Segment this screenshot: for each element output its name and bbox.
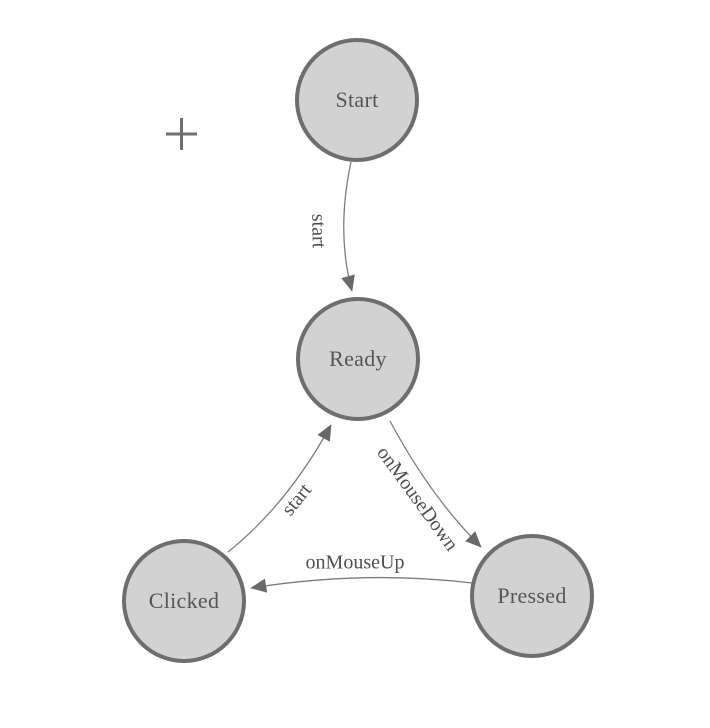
node-clicked[interactable]: Clicked [122,539,246,663]
edge-clicked-to-ready[interactable] [227,424,332,553]
node-ready-label: Ready [329,346,387,371]
edge-label-pressed-to-clicked: onMouseUp [305,551,405,574]
node-clicked-label: Clicked [148,588,220,613]
node-pressed-label: Pressed [497,583,567,608]
edge-label-start-to-ready: start [307,213,330,249]
node-start[interactable]: Start [295,38,419,162]
node-ready[interactable]: Ready [296,297,420,421]
edge-pressed-to-clicked[interactable] [250,576,473,593]
edge-start-to-ready[interactable] [341,161,355,292]
plus-icon [166,118,197,150]
edge-ready-to-pressed[interactable] [389,420,482,548]
node-pressed[interactable]: Pressed [470,534,594,658]
node-start-label: Start [335,87,379,112]
